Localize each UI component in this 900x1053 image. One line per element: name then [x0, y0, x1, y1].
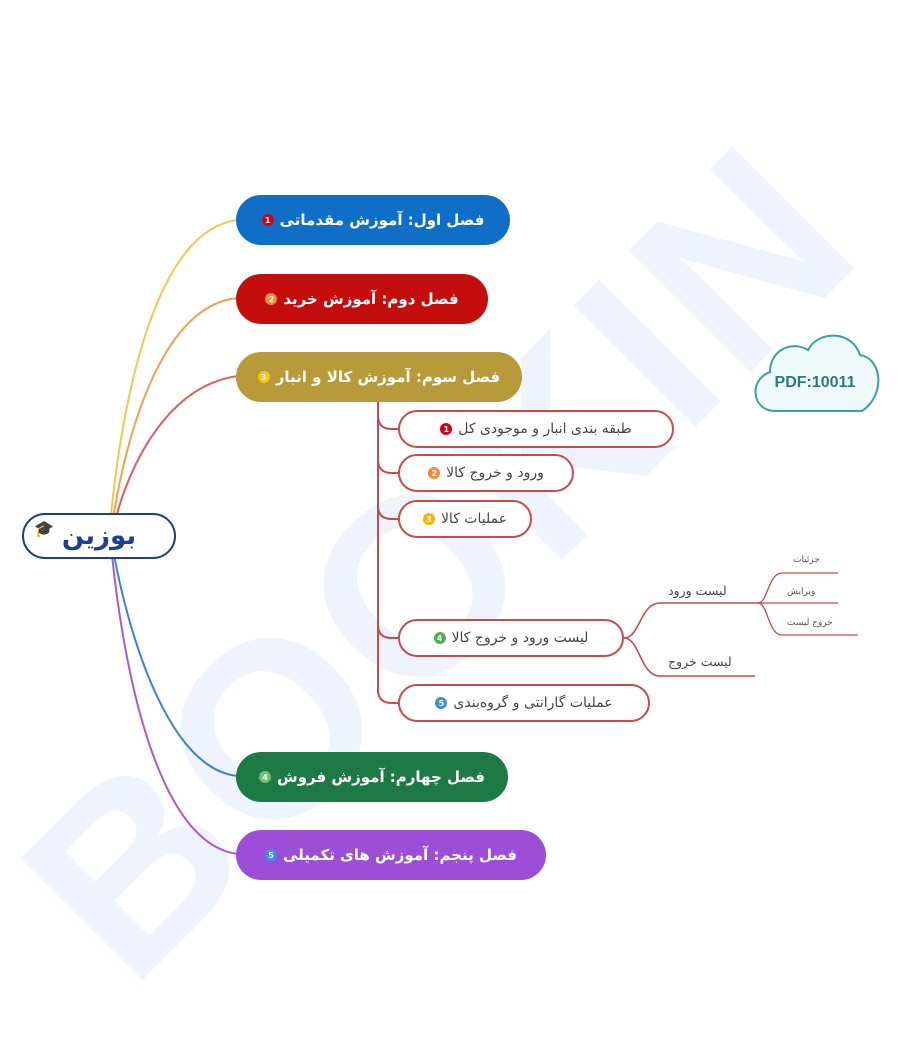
connector-detail-1: [757, 572, 838, 604]
number-badge-icon: 4: [433, 632, 446, 644]
connector-chapter-1: [109, 219, 239, 526]
connector-sub-4: [377, 624, 398, 639]
number-badge-icon: 5: [265, 849, 277, 861]
subtopic-4-label: لیست ورود و خروج کالا: [451, 630, 589, 646]
number-badge-icon: 3: [257, 371, 270, 383]
subtopic-1-node[interactable]: طبقه بندی انبار و موجودی کل 1: [398, 410, 674, 448]
chapter-1-label: فصل اول: آموزش مقدماتی: [279, 211, 485, 229]
connector-sub-2: [377, 459, 398, 474]
number-badge-icon: 3: [422, 513, 435, 525]
subtopic-1-label: طبقه بندی انبار و موجودی کل: [458, 421, 632, 437]
number-badge-icon: 2: [265, 293, 278, 305]
pdf-code-label: PDF:10011: [774, 374, 856, 391]
connector-detail-3: [757, 602, 858, 636]
number-badge-icon: 2: [428, 467, 441, 479]
connector-sub-5: [377, 689, 398, 704]
chapter-2-label: فصل دوم: آموزش خرید: [283, 290, 459, 308]
detail-item-3[interactable]: خروج لیست: [787, 618, 833, 628]
number-badge-icon: 4: [259, 771, 272, 783]
graduation-cap-icon: 🎓: [34, 519, 54, 538]
chapter-5-node[interactable]: فصل پنجم: آموزش های تکمیلی 5: [236, 830, 546, 880]
connector-chapter-5: [111, 554, 239, 855]
subtopic-3-label: عملیات کالا: [440, 511, 508, 527]
connector-sub-1: [377, 415, 398, 430]
number-badge-icon: 1: [440, 423, 453, 435]
chapter-4-label: فصل چهارم: آموزش فروش: [277, 768, 485, 786]
subtopic-2-label: ورود و خروج کالا: [446, 465, 544, 481]
subtopic-5-node[interactable]: عملیات گارانتی و گروه‌بندی 5: [398, 684, 650, 722]
detail-item-1[interactable]: جزئیات: [793, 555, 820, 565]
chapter-1-node[interactable]: فصل اول: آموزش مقدماتی 1: [236, 195, 510, 245]
chapter-2-node[interactable]: فصل دوم: آموزش خرید 2: [236, 274, 488, 324]
entry-list-label[interactable]: لیست ورود: [668, 583, 727, 598]
central-logo: 🎓 بوزین: [22, 513, 176, 559]
connector-chapter-4: [113, 554, 239, 777]
cloud-shape: [754, 334, 880, 412]
detail-item-2[interactable]: ویرایش: [787, 587, 816, 597]
subtopic-4-node[interactable]: لیست ورود و خروج کالا 4: [398, 619, 624, 657]
chapter-3-node[interactable]: فصل سوم: آموزش کالا و انبار 3: [236, 352, 522, 402]
connector-chapter-2: [111, 297, 239, 526]
subtopic-3-node[interactable]: عملیات کالا 3: [398, 500, 532, 538]
connector-sub-3: [377, 505, 398, 520]
chapter-4-node[interactable]: فصل چهارم: آموزش فروش 4: [236, 752, 508, 802]
exit-list-label[interactable]: لیست خروج: [668, 654, 732, 669]
subtopic-5-label: عملیات گارانتی و گروه‌بندی: [453, 695, 613, 711]
connector-entry-list: [623, 602, 758, 639]
subtopic-2-node[interactable]: ورود و خروج کالا 2: [398, 454, 574, 492]
number-badge-icon: 1: [261, 214, 274, 226]
chapter-5-label: فصل پنجم: آموزش های تکمیلی: [283, 846, 517, 864]
connector-exit-list: [623, 637, 755, 677]
logo-text: بوزین: [61, 521, 137, 551]
pdf-cloud: PDF:10011: [745, 325, 885, 415]
connector-chapter-3: [113, 375, 239, 526]
number-badge-icon: 5: [435, 697, 448, 709]
chapter-3-label: فصل سوم: آموزش کالا و انبار: [275, 368, 501, 386]
